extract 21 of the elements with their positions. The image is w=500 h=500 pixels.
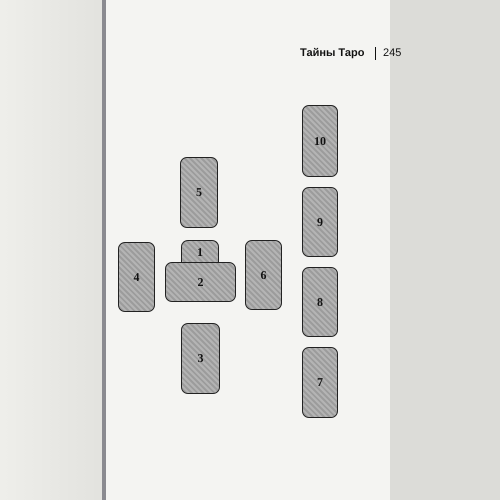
tarot-card [118,242,155,312]
page-number: 245 [383,47,402,59]
tarot-card [302,347,338,418]
card-number: 7 [317,375,323,390]
card-number: 6 [260,268,266,282]
card-number: 5 [196,185,202,200]
tarot-card [181,323,220,394]
card-number: 2 [198,274,204,290]
card-number: 8 [317,294,323,310]
card-number: 10 [314,134,326,148]
tarot-card [302,187,338,257]
card-number: 9 [317,214,323,230]
card-number: 3 [198,351,204,366]
tarot-card [165,262,236,302]
card-number: 4 [134,270,140,284]
running-header: Тайны Таро [300,47,364,59]
tarot-card [302,105,338,177]
tarot-card [302,267,338,337]
tarot-card [180,157,218,228]
card-number: 1 [197,245,203,260]
tarot-card [245,240,282,310]
